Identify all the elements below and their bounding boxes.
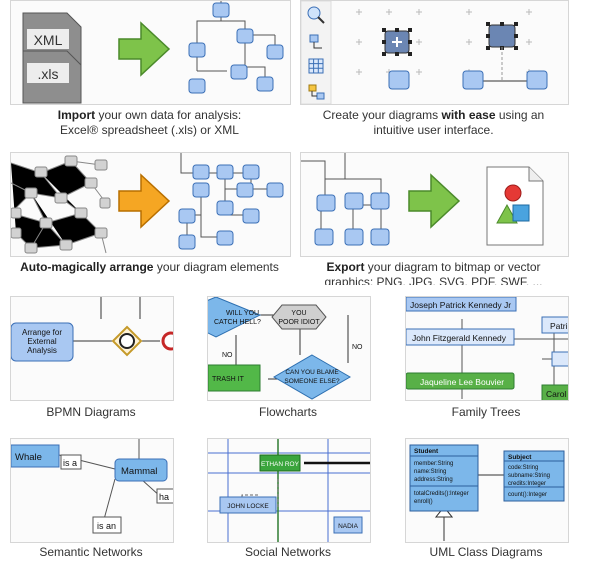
svg-text:External: External xyxy=(27,337,57,346)
export-caption: Export your diagram to bitmap or vector … xyxy=(324,260,543,285)
svg-text:is a: is a xyxy=(63,458,77,468)
import-illustration: XML .xls xyxy=(10,0,291,105)
svg-text:ETHAN ROY: ETHAN ROY xyxy=(261,461,300,468)
svg-text:POOR IDIOT: POOR IDIOT xyxy=(278,319,320,326)
flowcharts-caption[interactable]: Flowcharts xyxy=(258,405,317,419)
svg-text:count():Integer: count():Integer xyxy=(508,492,547,498)
svg-text:Mammal: Mammal xyxy=(121,466,157,477)
svg-text:NO: NO xyxy=(352,344,363,351)
bpmn-end-event xyxy=(161,331,173,351)
svg-text:JOHN LOCKE: JOHN LOCKE xyxy=(227,503,269,510)
semantic-networks-caption[interactable]: Semantic Networks xyxy=(39,545,143,559)
bpmn-caption[interactable]: BPMN Diagrams xyxy=(46,405,136,419)
svg-text:Jaqueline Lee Bouvier: Jaqueline Lee Bouvier xyxy=(420,377,504,387)
svg-text:.xls: .xls xyxy=(38,66,59,82)
create-caption: Create your diagrams with ease using an … xyxy=(322,108,545,137)
svg-text:enroll(): enroll() xyxy=(414,499,433,505)
xls-document-icon: .xls xyxy=(22,50,82,104)
social-networks-caption[interactable]: Social Networks xyxy=(244,545,332,559)
uml-class-diagrams-caption[interactable]: UML Class Diagrams xyxy=(429,545,543,559)
svg-text:totalCredits():Integer: totalCredits():Integer xyxy=(414,491,469,497)
export-illustration xyxy=(300,152,569,257)
layout-tool-icon xyxy=(308,84,325,100)
import-caption: Import your own data for analysis: Excel… xyxy=(57,108,242,137)
svg-text:XML: XML xyxy=(34,32,63,48)
family-tree-example[interactable]: Joseph Patrick Kennedy Jr John Fitzgeral… xyxy=(405,296,569,401)
grid-tool-icon xyxy=(308,58,324,74)
svg-text:John Fitzgerald Kennedy: John Fitzgerald Kennedy xyxy=(412,333,507,343)
svg-text:SOMEONE ELSE?: SOMEONE ELSE? xyxy=(284,378,340,385)
svg-text:is an: is an xyxy=(97,521,116,531)
green-arrow-icon xyxy=(408,173,461,229)
svg-text:Joseph Patrick Kennedy Jr: Joseph Patrick Kennedy Jr xyxy=(410,300,511,310)
svg-text:CAN YOU BLAME: CAN YOU BLAME xyxy=(285,369,339,376)
svg-text:address:String: address:String xyxy=(414,477,453,483)
arrange-caption: Auto-magically arrange your diagram elem… xyxy=(20,260,279,274)
svg-text:subname:String: subname:String xyxy=(508,473,550,479)
svg-text:ha: ha xyxy=(159,492,169,502)
orange-arrow-icon xyxy=(118,173,171,229)
semantic-network-example[interactable]: Whale is a Mammal ha is an xyxy=(10,438,174,543)
arrange-illustration xyxy=(10,152,291,257)
svg-text:Analysis: Analysis xyxy=(27,346,57,355)
flowchart-example[interactable]: WILL YOU CATCH HELL? YOU POOR IDIOT NO N… xyxy=(207,296,371,401)
svg-text:CATCH HELL?: CATCH HELL? xyxy=(214,319,261,326)
svg-text:NADIA: NADIA xyxy=(338,523,359,530)
svg-text:NO: NO xyxy=(222,352,233,359)
svg-text:Subject: Subject xyxy=(508,454,532,461)
zoom-tool-icon xyxy=(307,6,325,24)
svg-text:name:String: name:String xyxy=(414,469,446,475)
social-network-example[interactable]: ETHAN ROY JOHN LOCKE NADIA xyxy=(207,438,371,543)
svg-text:credits:Integer: credits:Integer xyxy=(508,481,546,487)
svg-text:WILL YOU: WILL YOU xyxy=(226,310,259,317)
uml-example[interactable]: Student member:String name:String addres… xyxy=(405,438,569,543)
svg-text:Whale: Whale xyxy=(15,452,42,463)
green-arrow-icon xyxy=(118,21,171,77)
svg-text:YOU: YOU xyxy=(291,310,306,317)
bpmn-example[interactable]: Arrange for External Analysis xyxy=(10,296,174,401)
svg-text:code:String: code:String xyxy=(508,465,538,471)
bpmn-task xyxy=(11,322,74,362)
image-file-icon xyxy=(486,166,544,246)
svg-text:Patri: Patri xyxy=(550,321,568,331)
family-trees-caption[interactable]: Family Trees xyxy=(451,405,521,419)
svg-text:Student: Student xyxy=(414,448,439,455)
svg-text:Carol: Carol xyxy=(546,389,566,399)
create-illustration xyxy=(300,0,569,105)
connector-tool-icon xyxy=(309,34,322,49)
svg-text:member:String: member:String xyxy=(414,461,453,467)
svg-text:TRASH IT: TRASH IT xyxy=(212,376,245,383)
svg-text:Arrange for: Arrange for xyxy=(22,328,62,337)
